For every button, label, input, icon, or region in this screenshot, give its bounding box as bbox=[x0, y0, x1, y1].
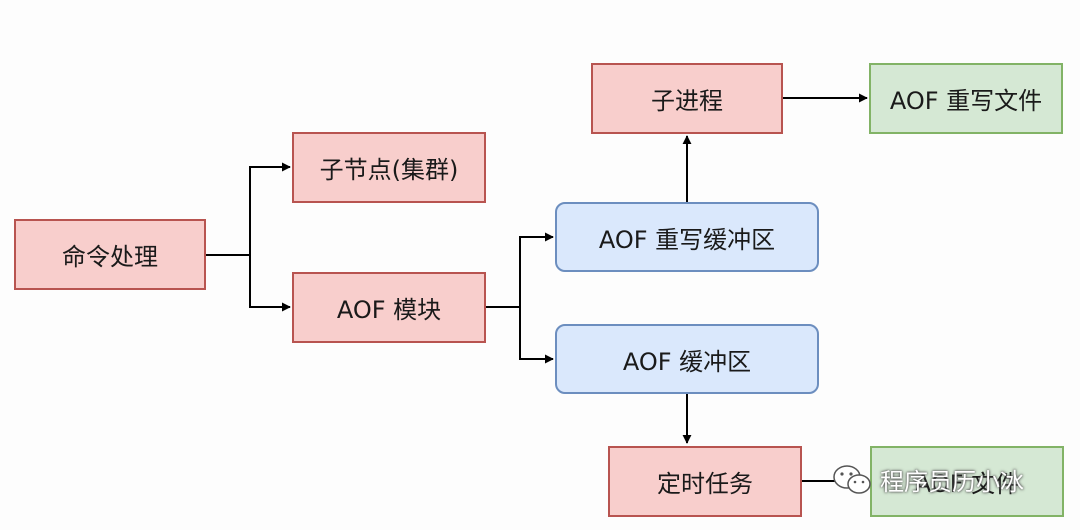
watermark-text: 程序员历小冰 bbox=[880, 468, 1024, 496]
edge-command-to-aof-module bbox=[249, 255, 291, 312]
edge-command-to-replica bbox=[206, 162, 291, 256]
node-aof-module: AOF 模块 bbox=[292, 272, 486, 343]
node-aof-rewrite-file: AOF 重写文件 bbox=[869, 63, 1063, 134]
node-child-process: 子进程 bbox=[591, 63, 783, 134]
node-aof-file: AOF 文件 bbox=[870, 446, 1064, 517]
node-replica-cluster: 子节点(集群) bbox=[292, 132, 486, 203]
node-command-processing: 命令处理 bbox=[14, 219, 206, 290]
edge-aof-module-to-rewrite-buffer bbox=[486, 232, 554, 308]
node-aof-buffer: AOF 缓冲区 bbox=[555, 324, 819, 394]
edge-aof-module-to-aof-buffer bbox=[519, 307, 554, 364]
wechat-icon bbox=[833, 464, 871, 494]
node-aof-rewrite-buffer: AOF 重写缓冲区 bbox=[555, 202, 819, 272]
node-timer-task: 定时任务 bbox=[608, 446, 802, 517]
watermark: 程序员历小冰 bbox=[832, 462, 1024, 497]
